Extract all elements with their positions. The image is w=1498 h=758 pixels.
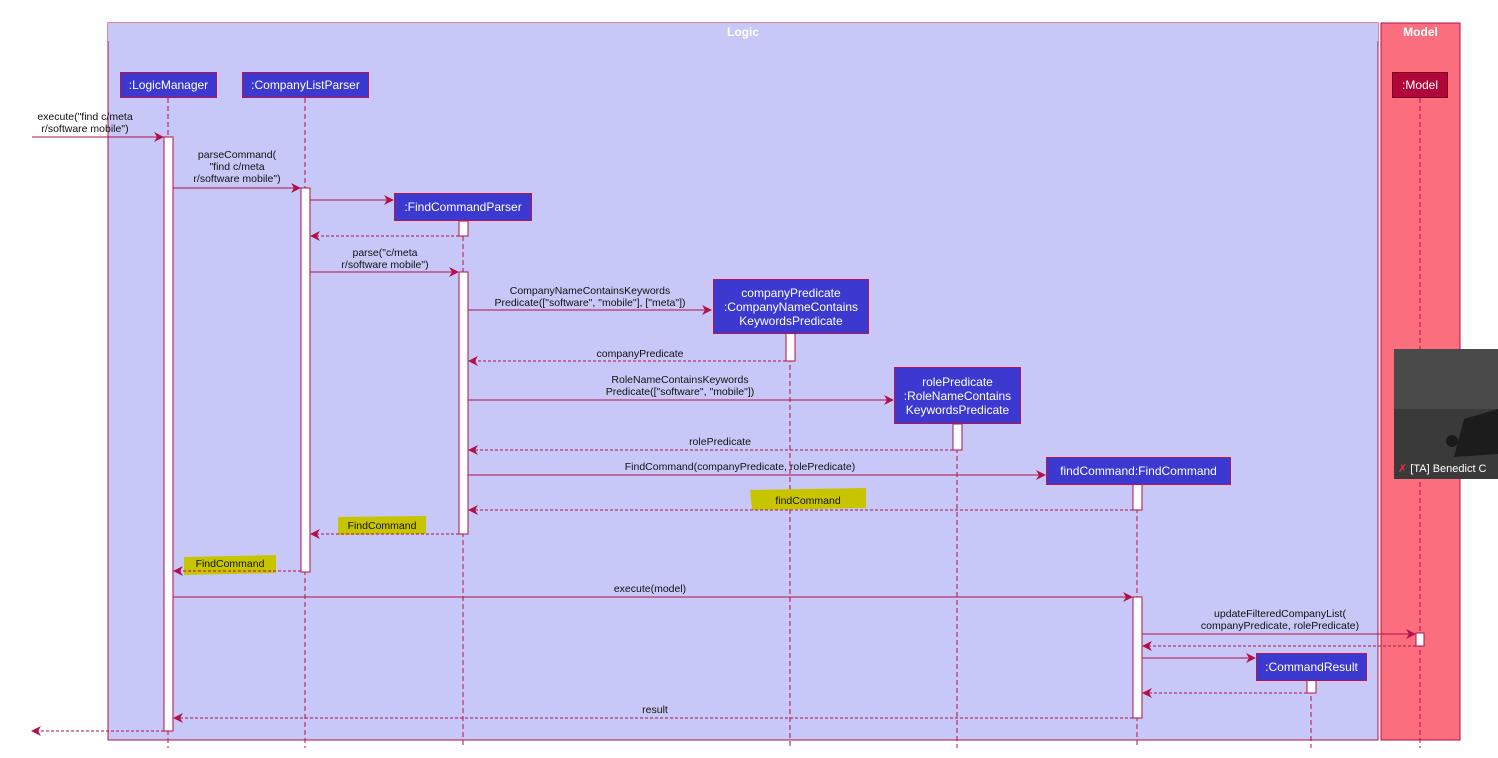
activation-logic-manager	[164, 137, 173, 731]
label-company-return: companyPredicate	[560, 348, 720, 360]
label-result: result	[615, 704, 695, 716]
label-role-return: rolePredicate	[640, 436, 800, 448]
activation-company-predicate	[786, 333, 795, 361]
participant-command-result: :CommandResult	[1256, 653, 1367, 681]
participant-find-command-parser: :FindCommandParser	[394, 193, 532, 221]
activation-find-command-parser-1	[459, 221, 468, 236]
mic-muted-icon: ✗	[1398, 463, 1407, 475]
participant-company-predicate: companyPredicate :CompanyNameContains Ke…	[713, 279, 869, 334]
participant-name: ✗ [TA] Benedict C	[1398, 462, 1487, 475]
activation-find-command-1	[1133, 484, 1142, 510]
activation-find-command-parser-2	[459, 272, 468, 534]
activation-command-result	[1307, 680, 1316, 693]
participant-model: :Model	[1392, 72, 1448, 98]
label-role-ctor: RoleNameContainsKeywords Predicate(["sof…	[560, 374, 800, 398]
label-parse-command: parseCommand( "find c/meta r/software mo…	[168, 149, 306, 185]
logic-frame-title: Logic	[108, 25, 1378, 39]
video-frame	[1394, 349, 1498, 479]
activation-model	[1416, 633, 1424, 646]
participant-company-list-parser: :CompanyListParser	[242, 72, 369, 98]
participant-role-predicate: rolePredicate :RoleNameContains Keywords…	[894, 367, 1021, 424]
model-frame-title: Model	[1381, 25, 1460, 39]
label-parse: parse("c/meta r/software mobile")	[315, 247, 455, 271]
label-find-return: findCommand	[750, 495, 866, 507]
participant-logic-manager: :LogicManager	[120, 72, 217, 98]
label-find-return-logic: FindCommand	[184, 558, 276, 570]
participant-find-command: findCommand:FindCommand	[1046, 457, 1231, 485]
label-find-ctor: FindCommand(companyPredicate, rolePredic…	[560, 461, 920, 473]
label-execute-in: execute("find c/meta r/software mobile")	[10, 111, 160, 135]
activation-role-predicate	[953, 424, 962, 450]
label-find-return-parser: FindCommand	[338, 520, 426, 532]
activation-company-list-parser	[301, 188, 310, 572]
video-thumbnail[interactable]: ✗ [TA] Benedict C	[1394, 349, 1498, 479]
label-company-ctor: CompanyNameContainsKeywords Predicate(["…	[460, 285, 720, 309]
label-update-list: updateFilteredCompanyList( companyPredic…	[1170, 608, 1390, 632]
label-execute-model: execute(model)	[580, 583, 720, 595]
activation-find-command-2	[1133, 597, 1142, 718]
